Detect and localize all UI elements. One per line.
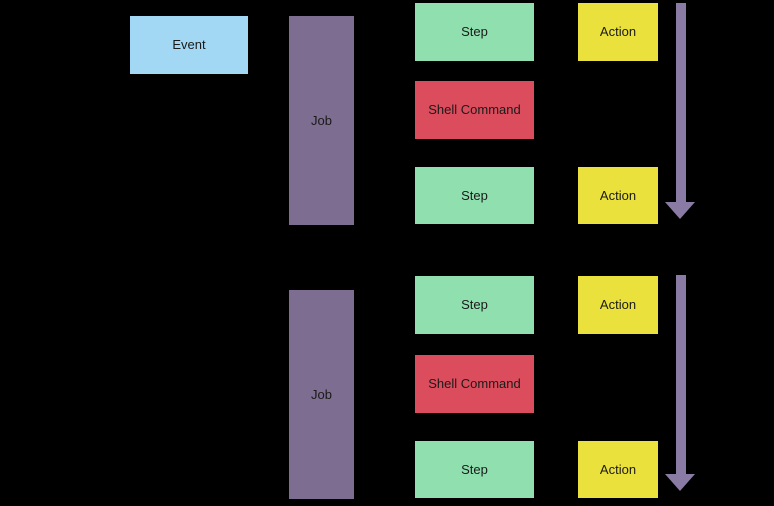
action-node-3: Action [578, 276, 658, 334]
action-node-label: Action [599, 24, 637, 40]
action-node-4: Action [578, 441, 658, 498]
arrow-down-icon [665, 3, 695, 219]
action-node-1: Action [578, 3, 658, 61]
arrow-shaft [676, 3, 686, 203]
arrow-down-icon [665, 275, 695, 491]
shell-command-node-label: Shell Command [428, 376, 521, 392]
step-node-4: Step [415, 441, 534, 498]
action-node-label: Action [599, 461, 637, 477]
action-node-label: Action [599, 297, 637, 313]
job-node-label: Job [311, 112, 332, 128]
step-node-label: Step [461, 187, 488, 203]
step-node-label: Step [461, 461, 488, 477]
step-node-label: Step [461, 24, 488, 40]
arrow-head [665, 202, 695, 219]
step-node-2: Step [415, 167, 534, 224]
shell-command-node-2: Shell Command [415, 355, 534, 413]
step-node-label: Step [461, 297, 488, 313]
job-node-2: Job [289, 290, 354, 499]
step-node-3: Step [415, 276, 534, 334]
arrow-head [665, 474, 695, 491]
action-node-2: Action [578, 167, 658, 224]
job-node-label: Job [311, 386, 332, 402]
job-node-1: Job [289, 16, 354, 225]
step-node-1: Step [415, 3, 534, 61]
arrow-shaft [676, 275, 686, 475]
event-node: Event [130, 16, 248, 74]
shell-command-node-1: Shell Command [415, 81, 534, 139]
event-node-label: Event [172, 37, 206, 53]
shell-command-node-label: Shell Command [428, 102, 521, 118]
action-node-label: Action [599, 187, 637, 203]
